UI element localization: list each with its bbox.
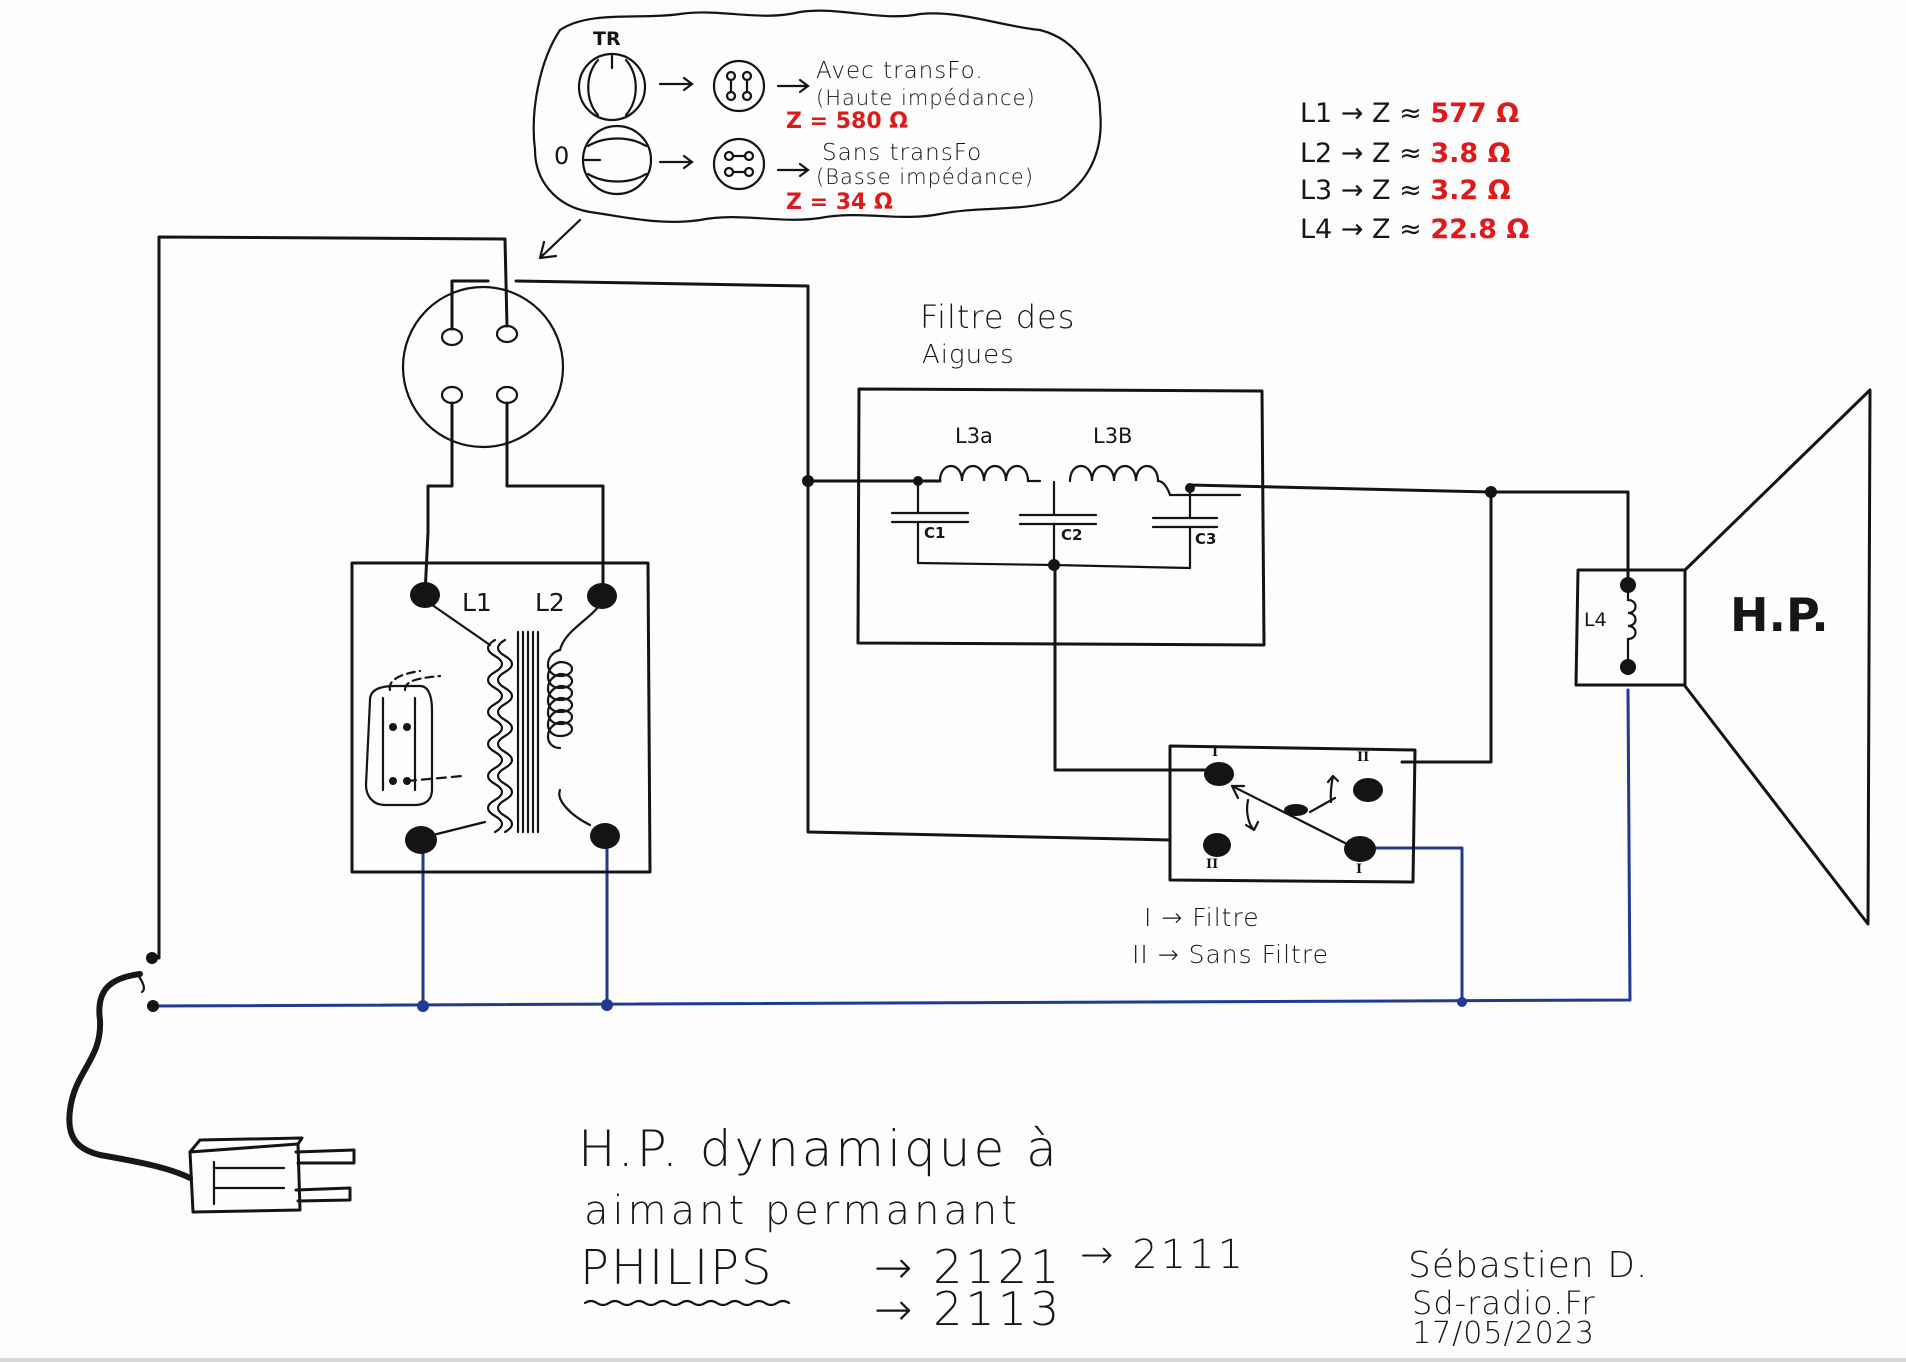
speaker-socket xyxy=(401,285,565,449)
switch-legend-II: II → Sans Filtre xyxy=(1132,940,1329,969)
junction-dot xyxy=(1457,997,1467,1007)
tr-label: TR xyxy=(593,28,621,50)
title-line2: aimant permanant xyxy=(584,1188,1021,1234)
coil-label: L2 xyxy=(1300,138,1333,169)
wire-blue-return xyxy=(151,688,1632,1008)
model-2111: → 2111 xyxy=(1080,1232,1247,1278)
without-transfo-label: Sans transFo xyxy=(822,140,983,166)
without-transfo-impedance: Z = 34 Ω xyxy=(786,190,893,215)
wire-node-to-switch-II xyxy=(1400,490,1493,764)
arrow-icon xyxy=(658,76,694,92)
switch-pos-I-bottom: I xyxy=(1356,862,1363,877)
paper-edge xyxy=(0,1358,1906,1362)
rotation-arrow-icon xyxy=(1326,774,1340,804)
l3b-label: L3B xyxy=(1093,424,1133,448)
impedance-row: L2 → Z ≈ 3.8 Ω xyxy=(1300,138,1511,169)
loudspeaker xyxy=(1574,388,1872,926)
filter-title-line1: Filtre des xyxy=(920,298,1076,336)
socket-low-impedance-icon xyxy=(712,137,766,191)
wire-socket-pin1 xyxy=(450,279,490,331)
with-transfo-label: Avec transFo. xyxy=(816,58,984,84)
mains-plug xyxy=(66,952,356,1214)
switch-pos-II-top: II xyxy=(1357,750,1370,765)
l2-label: L2 xyxy=(535,588,565,617)
impedance-value: 3.8 Ω xyxy=(1430,138,1511,169)
speaker-label: H.P. xyxy=(1730,588,1829,642)
c3-label: C3 xyxy=(1195,530,1217,548)
with-transfo-impedance: Z = 580 Ω xyxy=(786,109,908,134)
l4-voice-coil xyxy=(1626,591,1637,661)
coil-label: L4 xyxy=(1300,214,1333,245)
impedance-value: 577 Ω xyxy=(1430,98,1520,129)
impedance-row: L4 → Z ≈ 22.8 Ω xyxy=(1300,214,1529,245)
speech-bubble xyxy=(532,9,1102,223)
impedance-value: 3.2 Ω xyxy=(1430,175,1511,206)
junction-dot xyxy=(802,475,814,487)
author-name: Sébastien D. xyxy=(1408,1245,1649,1286)
transformer-core xyxy=(516,630,540,834)
l3a-label: L3a xyxy=(955,424,993,448)
arrow-icon xyxy=(776,162,810,178)
brand-name: PHILIPS xyxy=(580,1240,774,1296)
drawing-date: 17/05/2023 xyxy=(1412,1316,1595,1351)
switch-pos-I-top: I xyxy=(1212,745,1219,760)
coil-label: L3 xyxy=(1300,175,1333,206)
impedance-row: L1 → Z ≈ 577 Ω xyxy=(1300,98,1519,129)
arrow-icon xyxy=(658,154,694,170)
tr-plug-high-icon xyxy=(577,52,647,122)
arrow-icon xyxy=(776,78,810,94)
wire-socket-pin4-to-l2 xyxy=(505,401,605,597)
l1-label: L1 xyxy=(462,588,492,617)
rotation-arrow-icon xyxy=(1244,798,1260,832)
approx-arrow: → Z ≈ xyxy=(1340,98,1422,129)
model-2113: → 2113 xyxy=(874,1282,1063,1336)
title-line1: H.P. dynamique à xyxy=(578,1120,1060,1178)
brand-underline xyxy=(583,1299,791,1307)
wire-socket-pin3-to-l1 xyxy=(423,401,454,597)
filter-title-line2: Aigues xyxy=(922,340,1015,370)
switch-legend-I: I → Filtre xyxy=(1144,903,1260,932)
l3b-inductor xyxy=(1068,464,1242,497)
l3a-inductor xyxy=(938,464,1042,483)
wire-blue-switch xyxy=(1370,846,1464,1004)
l1-winding xyxy=(486,638,514,834)
bubble-left-mark: 0 xyxy=(554,142,570,170)
bubble-pointer-arrow xyxy=(538,218,582,260)
treble-filter xyxy=(856,387,1266,647)
without-transfo-sub: (Basse impédance) xyxy=(816,165,1034,189)
junction-dot xyxy=(417,1000,429,1012)
with-transfo-sub: (Haute impédance) xyxy=(816,86,1036,110)
coil-label: L1 xyxy=(1300,98,1333,129)
plug-symbol xyxy=(212,1160,286,1206)
c2-label: C2 xyxy=(1061,526,1083,544)
switch-pos-II-bottom: II xyxy=(1206,857,1219,872)
tr-plug-low-icon xyxy=(581,124,653,196)
approx-arrow: → Z ≈ xyxy=(1340,138,1422,169)
wire-socket-to-filter xyxy=(514,279,1172,842)
wire-filter-ground-to-switch-I xyxy=(1053,563,1210,772)
socket-high-impedance-icon xyxy=(712,59,766,113)
junction-dot xyxy=(1485,486,1497,498)
l4-label: L4 xyxy=(1584,609,1607,631)
approx-arrow: → Z ≈ xyxy=(1340,214,1422,245)
junction-dot xyxy=(601,999,613,1011)
c1-label: C1 xyxy=(924,524,946,542)
author-website: Sd-radio.Fr xyxy=(1412,1284,1596,1322)
wire-filter-output xyxy=(1188,483,1630,587)
model-2121: → 2121 xyxy=(874,1240,1063,1294)
l2-winding xyxy=(546,648,574,750)
filter-switch[interactable] xyxy=(1168,744,1417,884)
approx-arrow: → Z ≈ xyxy=(1340,175,1422,206)
impedance-row: L3 → Z ≈ 3.2 Ω xyxy=(1300,175,1511,206)
output-transformer xyxy=(350,561,652,874)
wire-top-left-loop xyxy=(157,235,509,960)
impedance-value: 22.8 Ω xyxy=(1430,214,1530,245)
